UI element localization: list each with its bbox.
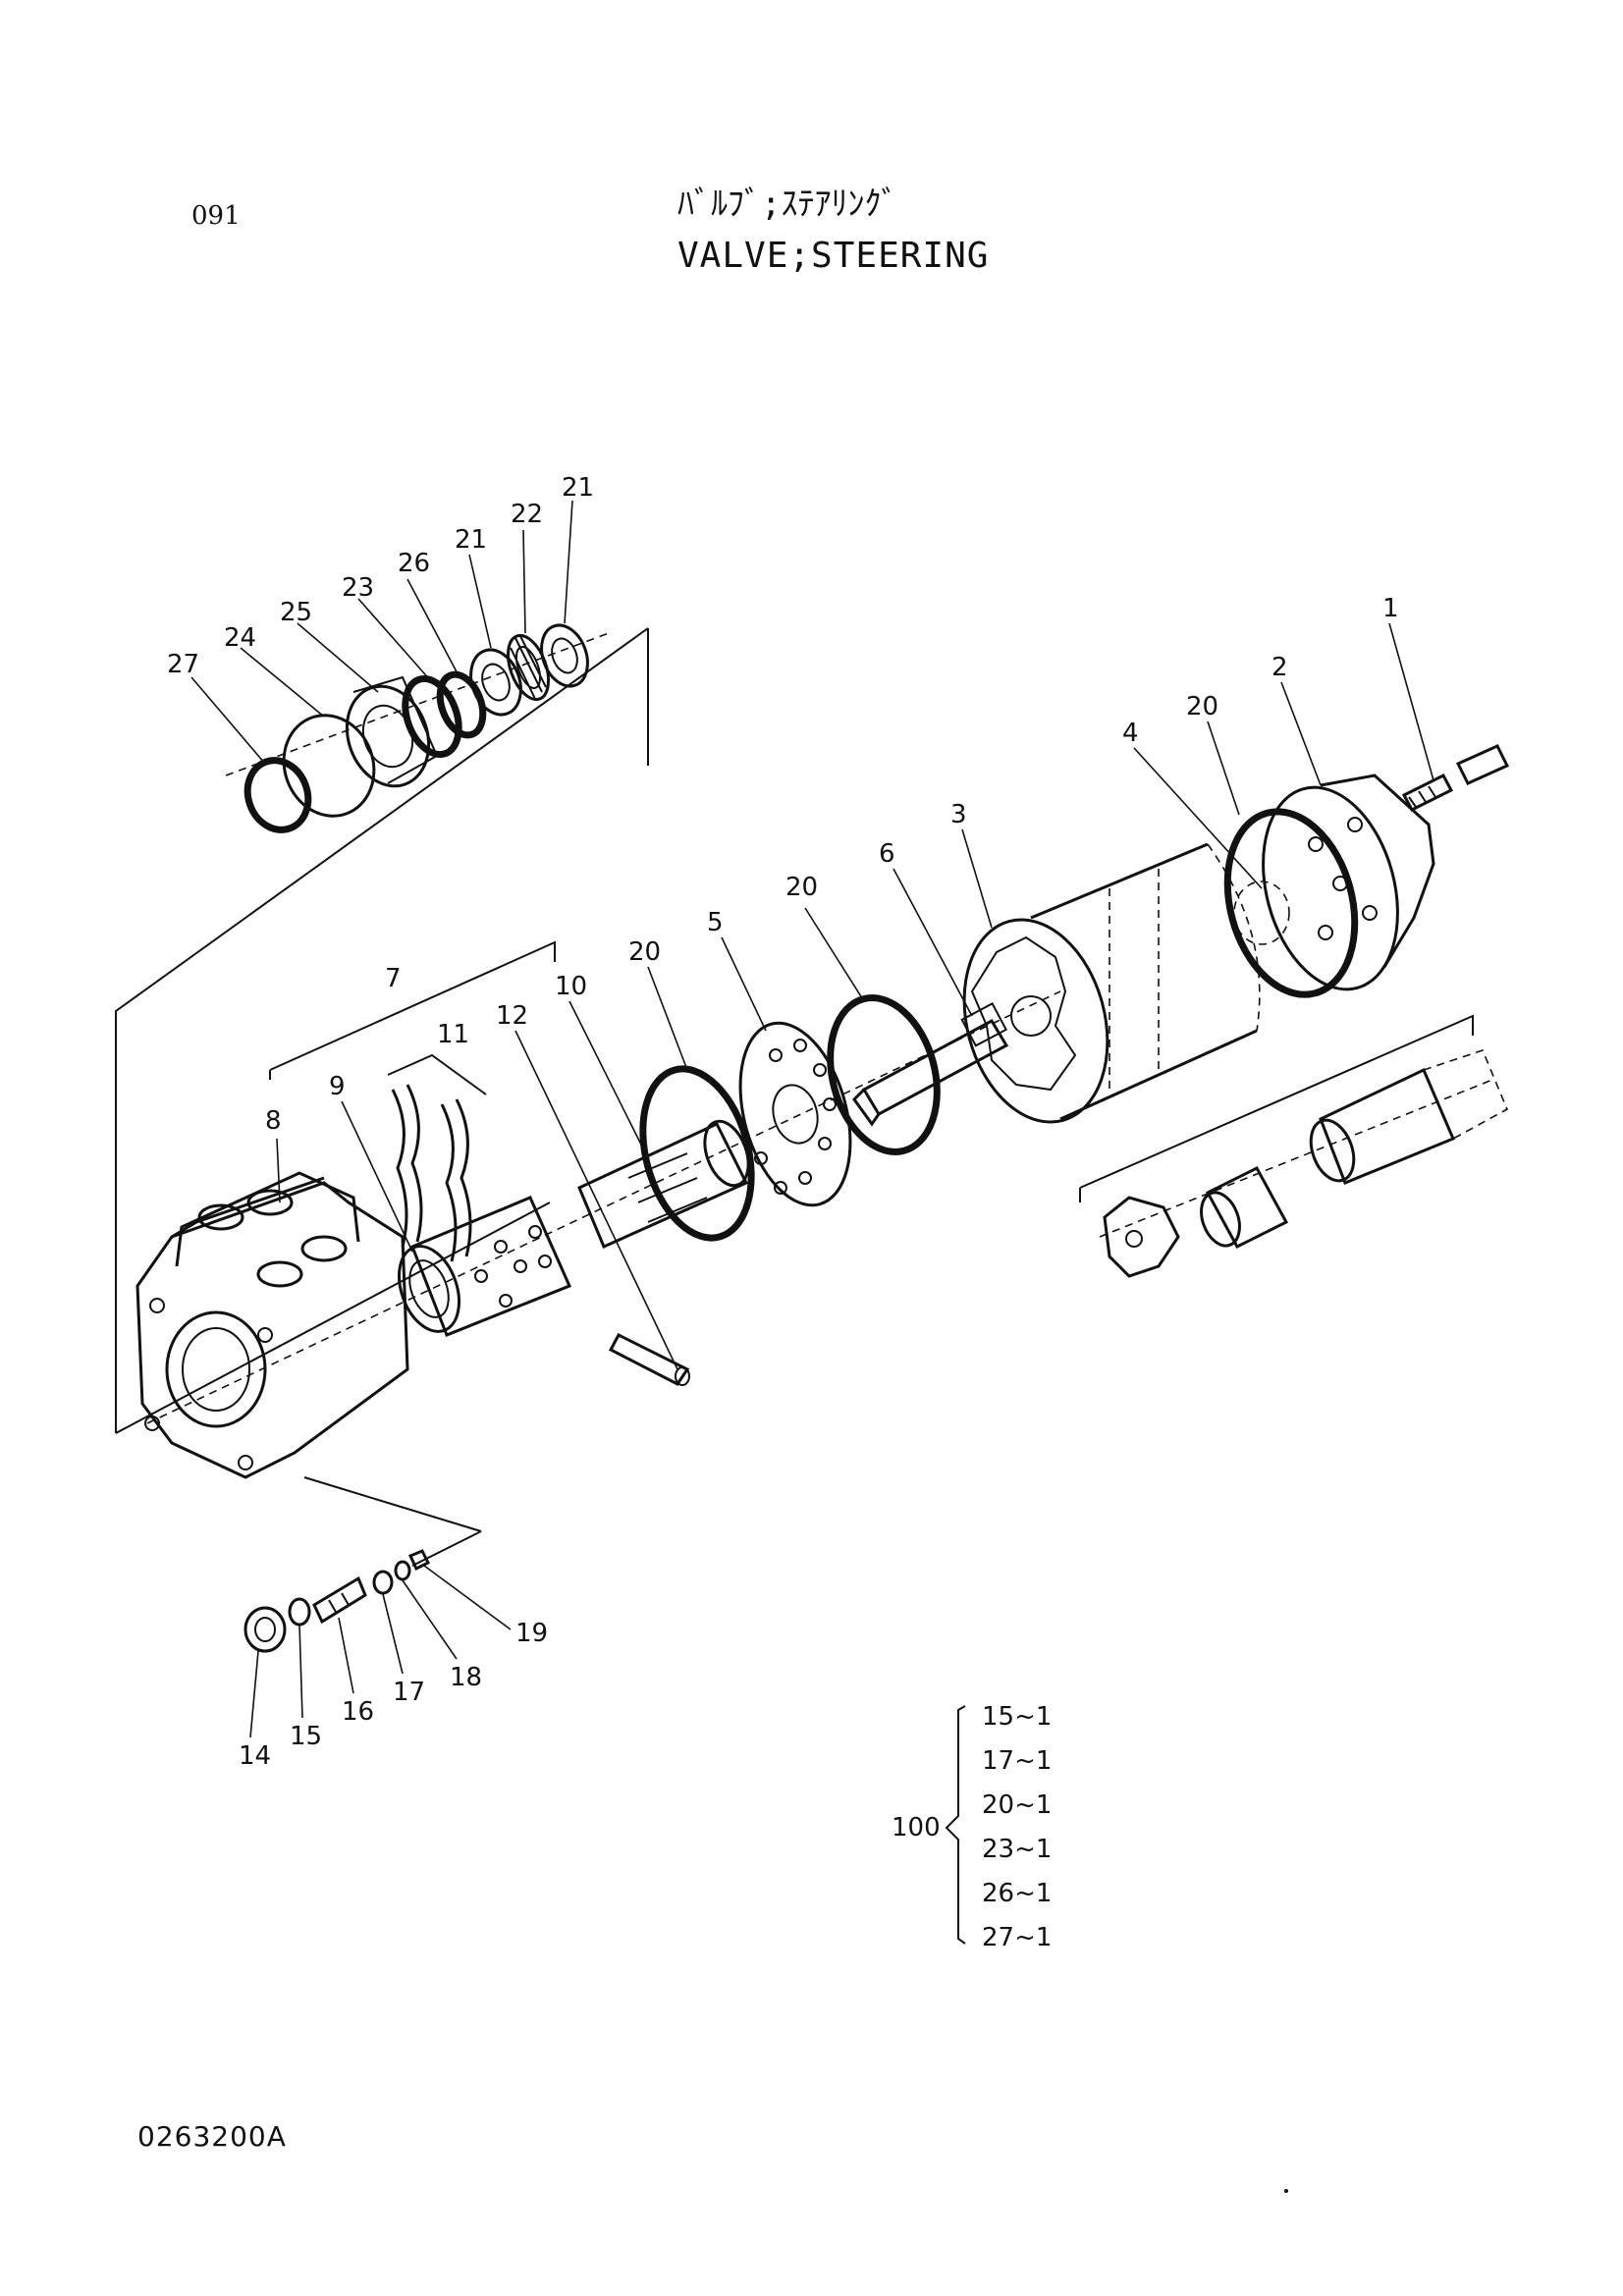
callout-21-b: 21 xyxy=(562,473,594,503)
callout-23: 23 xyxy=(342,573,374,603)
bracket-relief xyxy=(303,1476,482,1532)
cartridge-gerotor xyxy=(1103,1196,1180,1278)
callout-9: 9 xyxy=(329,1072,346,1101)
kit-brace xyxy=(945,1705,966,1945)
main-bracket-bottom xyxy=(115,1201,551,1434)
kit-item: 23~1 xyxy=(982,1835,1052,1864)
bracket-7 xyxy=(269,940,556,1071)
callout-4: 4 xyxy=(1122,719,1139,748)
part-19-screw xyxy=(407,1549,431,1572)
part-8-housing xyxy=(135,1171,409,1479)
part-14-plug xyxy=(243,1606,287,1653)
callout-14: 14 xyxy=(239,1741,271,1771)
callout-19: 19 xyxy=(515,1619,548,1648)
callout-22: 22 xyxy=(511,500,543,529)
part-24-oring xyxy=(282,714,376,818)
kit-item: 20~1 xyxy=(982,1790,1052,1820)
callout-1: 1 xyxy=(1382,594,1399,623)
part-12-pin xyxy=(608,1333,690,1386)
part-5-plate xyxy=(738,1021,852,1207)
part-2-endcap xyxy=(1262,774,1435,991)
kit-item: 26~1 xyxy=(982,1879,1052,1908)
kit-item: 15~1 xyxy=(982,1702,1052,1732)
callout-8: 8 xyxy=(265,1106,282,1136)
part-23-oring xyxy=(402,674,462,759)
part-20-oring-c xyxy=(1223,808,1359,998)
part-20-oring-a xyxy=(639,1065,755,1242)
part-21-washer-a xyxy=(469,648,522,717)
main-bracket-left xyxy=(115,627,649,1433)
part-16-poppet xyxy=(312,1575,367,1625)
callout-24: 24 xyxy=(224,623,256,653)
leader-lines xyxy=(190,500,1434,1738)
page-number: 091 xyxy=(191,201,241,231)
callout-6: 6 xyxy=(879,839,895,869)
callout-3: 3 xyxy=(950,800,967,829)
bracket-cartridge xyxy=(1079,1014,1474,1189)
callout-16: 16 xyxy=(342,1697,374,1727)
callout-numbers: 1 2 3 4 5 6 7 8 9 10 11 12 14 15 16 17 1… xyxy=(167,473,1399,1771)
stray-dot xyxy=(1284,2189,1288,2193)
kit-label: 100 xyxy=(892,1813,941,1842)
callout-27: 27 xyxy=(167,650,199,679)
callout-18: 18 xyxy=(450,1663,482,1692)
callout-7: 7 xyxy=(385,964,402,993)
main-axis-line xyxy=(146,990,1061,1424)
callout-20-a: 20 xyxy=(628,937,661,967)
callout-5: 5 xyxy=(707,908,724,937)
part-9-sleeve xyxy=(398,1196,572,1337)
kit-item: 27~1 xyxy=(982,1923,1052,1952)
part-15-oring xyxy=(288,1597,311,1627)
cartridge-cylinder-small xyxy=(1200,1166,1289,1249)
part-27-seal xyxy=(243,757,312,833)
cartridge-cylinder-large xyxy=(1309,1049,1509,1185)
drawing-code: 0263200A xyxy=(137,2120,287,2153)
title-english: VALVE;STEERING xyxy=(677,236,990,276)
callout-17: 17 xyxy=(393,1678,425,1707)
part-18-seat xyxy=(394,1560,411,1581)
title-japanese: ﾊﾞﾙﾌﾞ;ｽﾃｱﾘﾝｸﾞ xyxy=(677,185,898,224)
part-21-washer-b xyxy=(540,623,589,688)
callout-15: 15 xyxy=(290,1722,322,1751)
callout-26: 26 xyxy=(398,549,430,578)
callout-25: 25 xyxy=(280,598,312,627)
bracket-relief-tail xyxy=(411,1530,482,1567)
callout-2: 2 xyxy=(1271,653,1288,682)
callout-10: 10 xyxy=(555,972,587,1001)
part-26-seal xyxy=(436,670,487,739)
callout-21-a: 21 xyxy=(455,525,487,555)
part-1-bolt xyxy=(1401,744,1510,812)
kit-item: 17~1 xyxy=(982,1746,1052,1776)
part-25-retainer xyxy=(345,675,439,788)
callout-20-c: 20 xyxy=(1186,692,1218,721)
kit-list: 100 15~1 17~1 20~1 23~1 26~1 27~1 xyxy=(892,1702,1052,1952)
bracket-11 xyxy=(387,1053,487,1095)
cartridge-axis-line xyxy=(1099,1079,1493,1238)
callout-20-b: 20 xyxy=(785,873,818,902)
part-11-springs xyxy=(391,1084,472,1262)
part-3-gerotor xyxy=(962,842,1261,1124)
part-17-oring xyxy=(372,1570,394,1595)
callout-12: 12 xyxy=(496,1001,528,1031)
part-10-spool xyxy=(577,1119,750,1249)
callout-11: 11 xyxy=(437,1020,469,1049)
part-4-spacer xyxy=(1233,881,1290,945)
